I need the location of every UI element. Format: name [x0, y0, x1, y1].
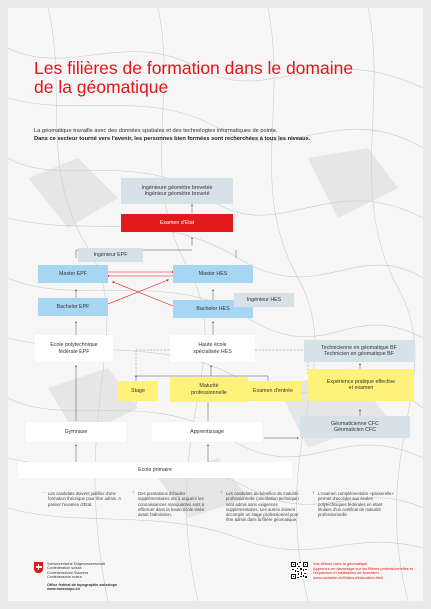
node-haute-ecole: Haute école spécialisée HES	[170, 335, 255, 362]
node-technicien-bf: Technicienne en géomatique BF Technicien…	[304, 340, 414, 362]
intro-text: La géomatique travaille avec des données…	[34, 128, 278, 134]
node-ingenieur-hes: Ingénieur HES	[234, 293, 294, 307]
node-ingenieur-geometre: Ingénieure géomètre brevetée Ingénieur g…	[121, 178, 233, 204]
contact-info: Vos débuts dans la géomatique. Apprenez-…	[313, 561, 413, 580]
node-bachelor-hes: Bachelor HES	[173, 300, 253, 318]
footnote-4-mark: ↑	[312, 490, 315, 496]
footnote-1: — Les candidats doivent justifier d'une …	[42, 490, 126, 507]
poster: Les filières de formation dans le domain…	[8, 8, 423, 601]
node-examen-entree: Examen d'entrée	[245, 381, 301, 401]
swiss-cross-logo	[34, 562, 43, 573]
swisstopo-text: Office fédéral de topographie swisstopo …	[47, 583, 118, 592]
node-experience: Expérience pratique effective et examen	[308, 369, 414, 401]
footnote-3: ↑ Les candidats au bénéfice de maturité …	[220, 490, 304, 523]
footnote-3-text: Les candidats au bénéfice de maturité pr…	[226, 491, 299, 523]
node-maturite: Maturité professionnelle	[170, 377, 248, 402]
intro-bold-text: Dans ce secteur tourné vers l'avenir, le…	[34, 136, 311, 142]
node-gymnase: Gymnase	[26, 422, 126, 442]
footnote-2-mark: ↑	[132, 490, 135, 496]
footnote-3-mark: ↑	[220, 490, 223, 496]
page-title: Les filières de formation dans le domain…	[34, 58, 354, 97]
node-examen-etat: Examen d'Etat	[121, 214, 233, 232]
footnote-1-text: Les candidats doivent justifier d'une fo…	[48, 491, 121, 507]
node-stage: Stage	[118, 381, 158, 401]
footnote-1-mark: —	[42, 490, 47, 496]
footnote-2: ↑ Des prestations d'études supplémentair…	[132, 490, 216, 518]
footnote-4-text: L'examen complémentaire «passerelle» per…	[318, 491, 394, 518]
node-ingenieur-epf: Ingénieur EPF	[78, 248, 143, 262]
node-bachelor-epf: Bachelor EPF	[38, 298, 108, 316]
confederation-text: Schweizerische Eidgenossenschaft Confédé…	[47, 562, 105, 580]
node-geomaticien-cfc: Géomaticienne CFC Géomaticien CFC	[300, 416, 410, 438]
qr-code-icon	[291, 562, 308, 579]
node-ecole-primaire: Ecole primaire	[18, 462, 292, 478]
node-apprentissage: Apprentissage	[152, 422, 262, 442]
node-master-hes: Master HES	[173, 265, 253, 283]
node-master-epf: Master EPF	[38, 265, 108, 283]
footnote-2-text: Des prestations d'études supplémentaires…	[138, 491, 205, 518]
node-ecole-polytechnique: Ecole polytechnique fédérale EPF	[35, 335, 113, 362]
footnote-4: ↑ L'examen complémentaire «passerelle» p…	[312, 490, 396, 518]
